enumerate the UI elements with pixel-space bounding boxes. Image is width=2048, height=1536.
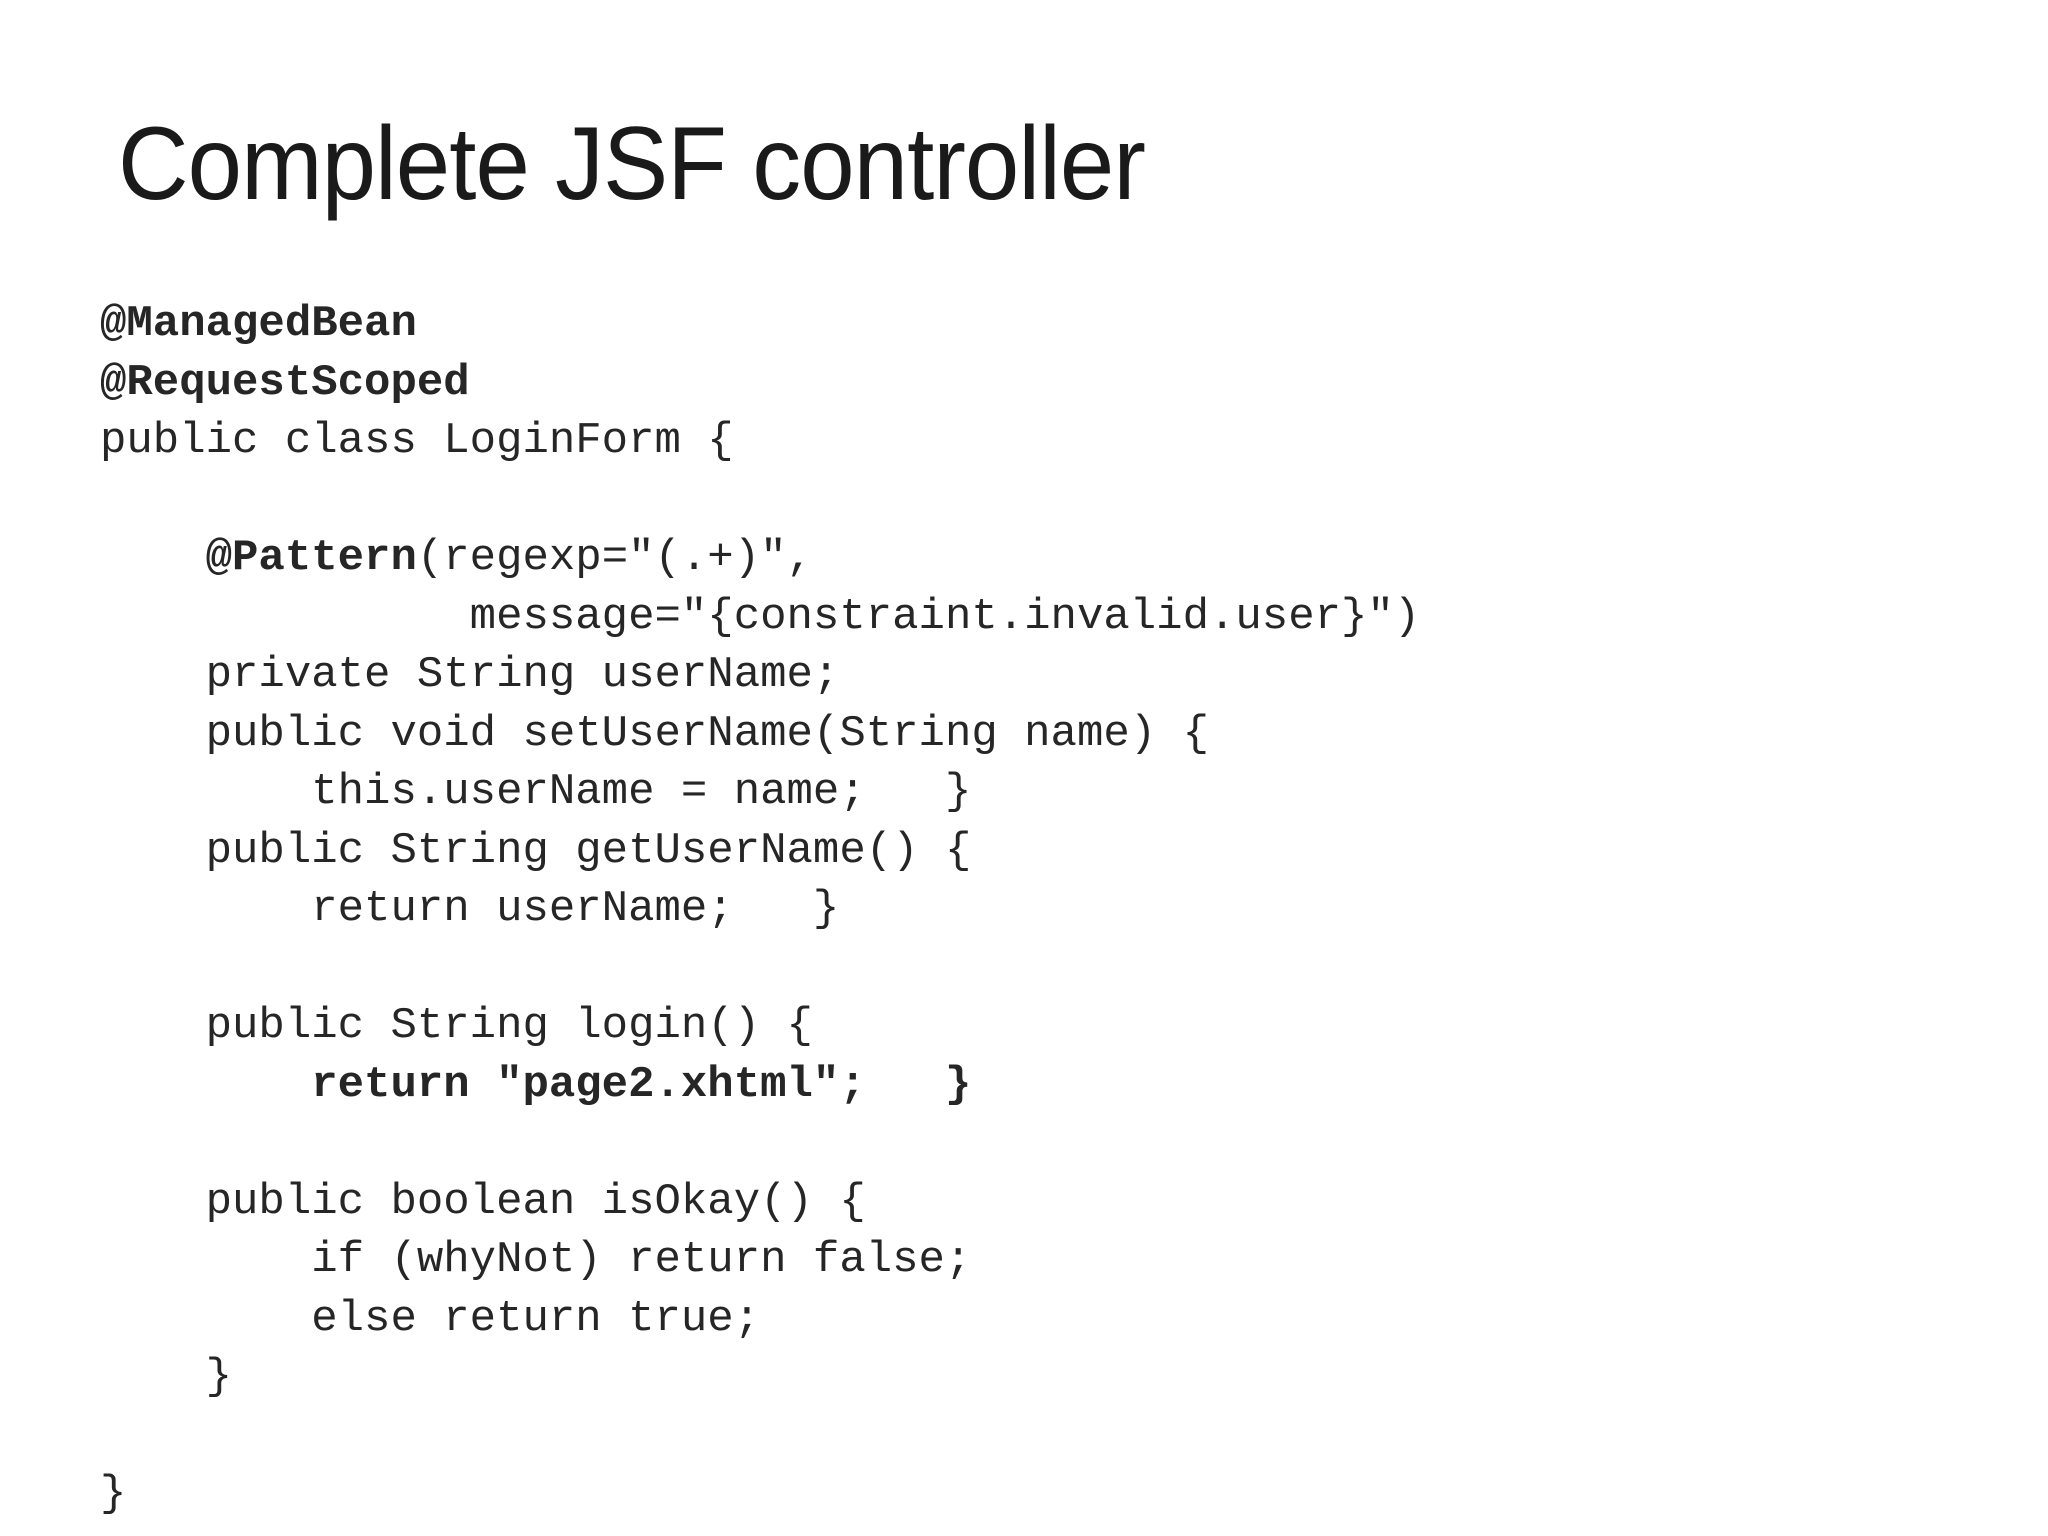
code-token-emphasis: @ManagedBean xyxy=(100,299,417,349)
code-token-plain: public class LoginForm { xyxy=(100,416,734,466)
code-token-plain: private String userName; xyxy=(100,650,840,700)
code-line: message="{constraint.invalid.user}") xyxy=(100,588,1960,647)
code-line: } xyxy=(100,1348,1960,1407)
code-token-plain: public boolean isOkay() { xyxy=(100,1176,866,1227)
code-token-plain: if (whyNot) return false; xyxy=(100,1235,972,1285)
code-token-emphasis: return "page2.xhtml"; } xyxy=(100,1059,972,1110)
code-line: public boolean isOkay() { xyxy=(100,1173,1960,1232)
code-line: public String login() { xyxy=(100,997,1960,1056)
code-token-plain: } xyxy=(100,1469,127,1519)
code-line xyxy=(100,1407,1960,1466)
code-line xyxy=(100,1114,1960,1173)
code-block: @ManagedBean @RequestScoped public class L… xyxy=(100,295,1960,1524)
code-token-plain: this.userName = name; } xyxy=(100,767,972,817)
code-line: else return true; xyxy=(100,1290,1960,1349)
code-line: public void setUserName(String name) { xyxy=(100,705,1960,764)
code-token-plain: public void setUserName(String name) { xyxy=(100,708,1209,759)
code-token-plain: message="{constraint.invalid.user}") xyxy=(100,591,1421,642)
code-token-emphasis: @Pattern xyxy=(100,533,417,583)
code-line: @Pattern(regexp="(.+)", xyxy=(100,529,1960,588)
code-token-emphasis: @RequestScoped xyxy=(100,357,470,408)
code-token-plain: else return true; xyxy=(100,1293,761,1344)
code-line: @RequestScoped xyxy=(100,354,1960,413)
code-token-plain: return userName; } xyxy=(100,884,840,934)
code-line: public class LoginForm { xyxy=(100,412,1960,471)
code-line: public String getUserName() { xyxy=(100,822,1960,881)
code-line: return "page2.xhtml"; } xyxy=(100,1056,1960,1115)
page-title: Complete JSF controller xyxy=(118,106,1146,222)
code-token-plain: public String getUserName() { xyxy=(100,825,972,876)
code-line: @ManagedBean xyxy=(100,295,1960,354)
code-line: this.userName = name; } xyxy=(100,763,1960,822)
code-line: return userName; } xyxy=(100,880,1960,939)
code-line xyxy=(100,939,1960,998)
code-line: } xyxy=(100,1465,1960,1524)
code-line: private String userName; xyxy=(100,646,1960,705)
code-token-plain: (regexp="(.+)", xyxy=(416,533,813,583)
code-token-plain: } xyxy=(100,1352,233,1402)
code-token-plain: public String login() { xyxy=(100,1001,813,1051)
code-line: if (whyNot) return false; xyxy=(100,1231,1960,1290)
code-line xyxy=(100,471,1960,530)
